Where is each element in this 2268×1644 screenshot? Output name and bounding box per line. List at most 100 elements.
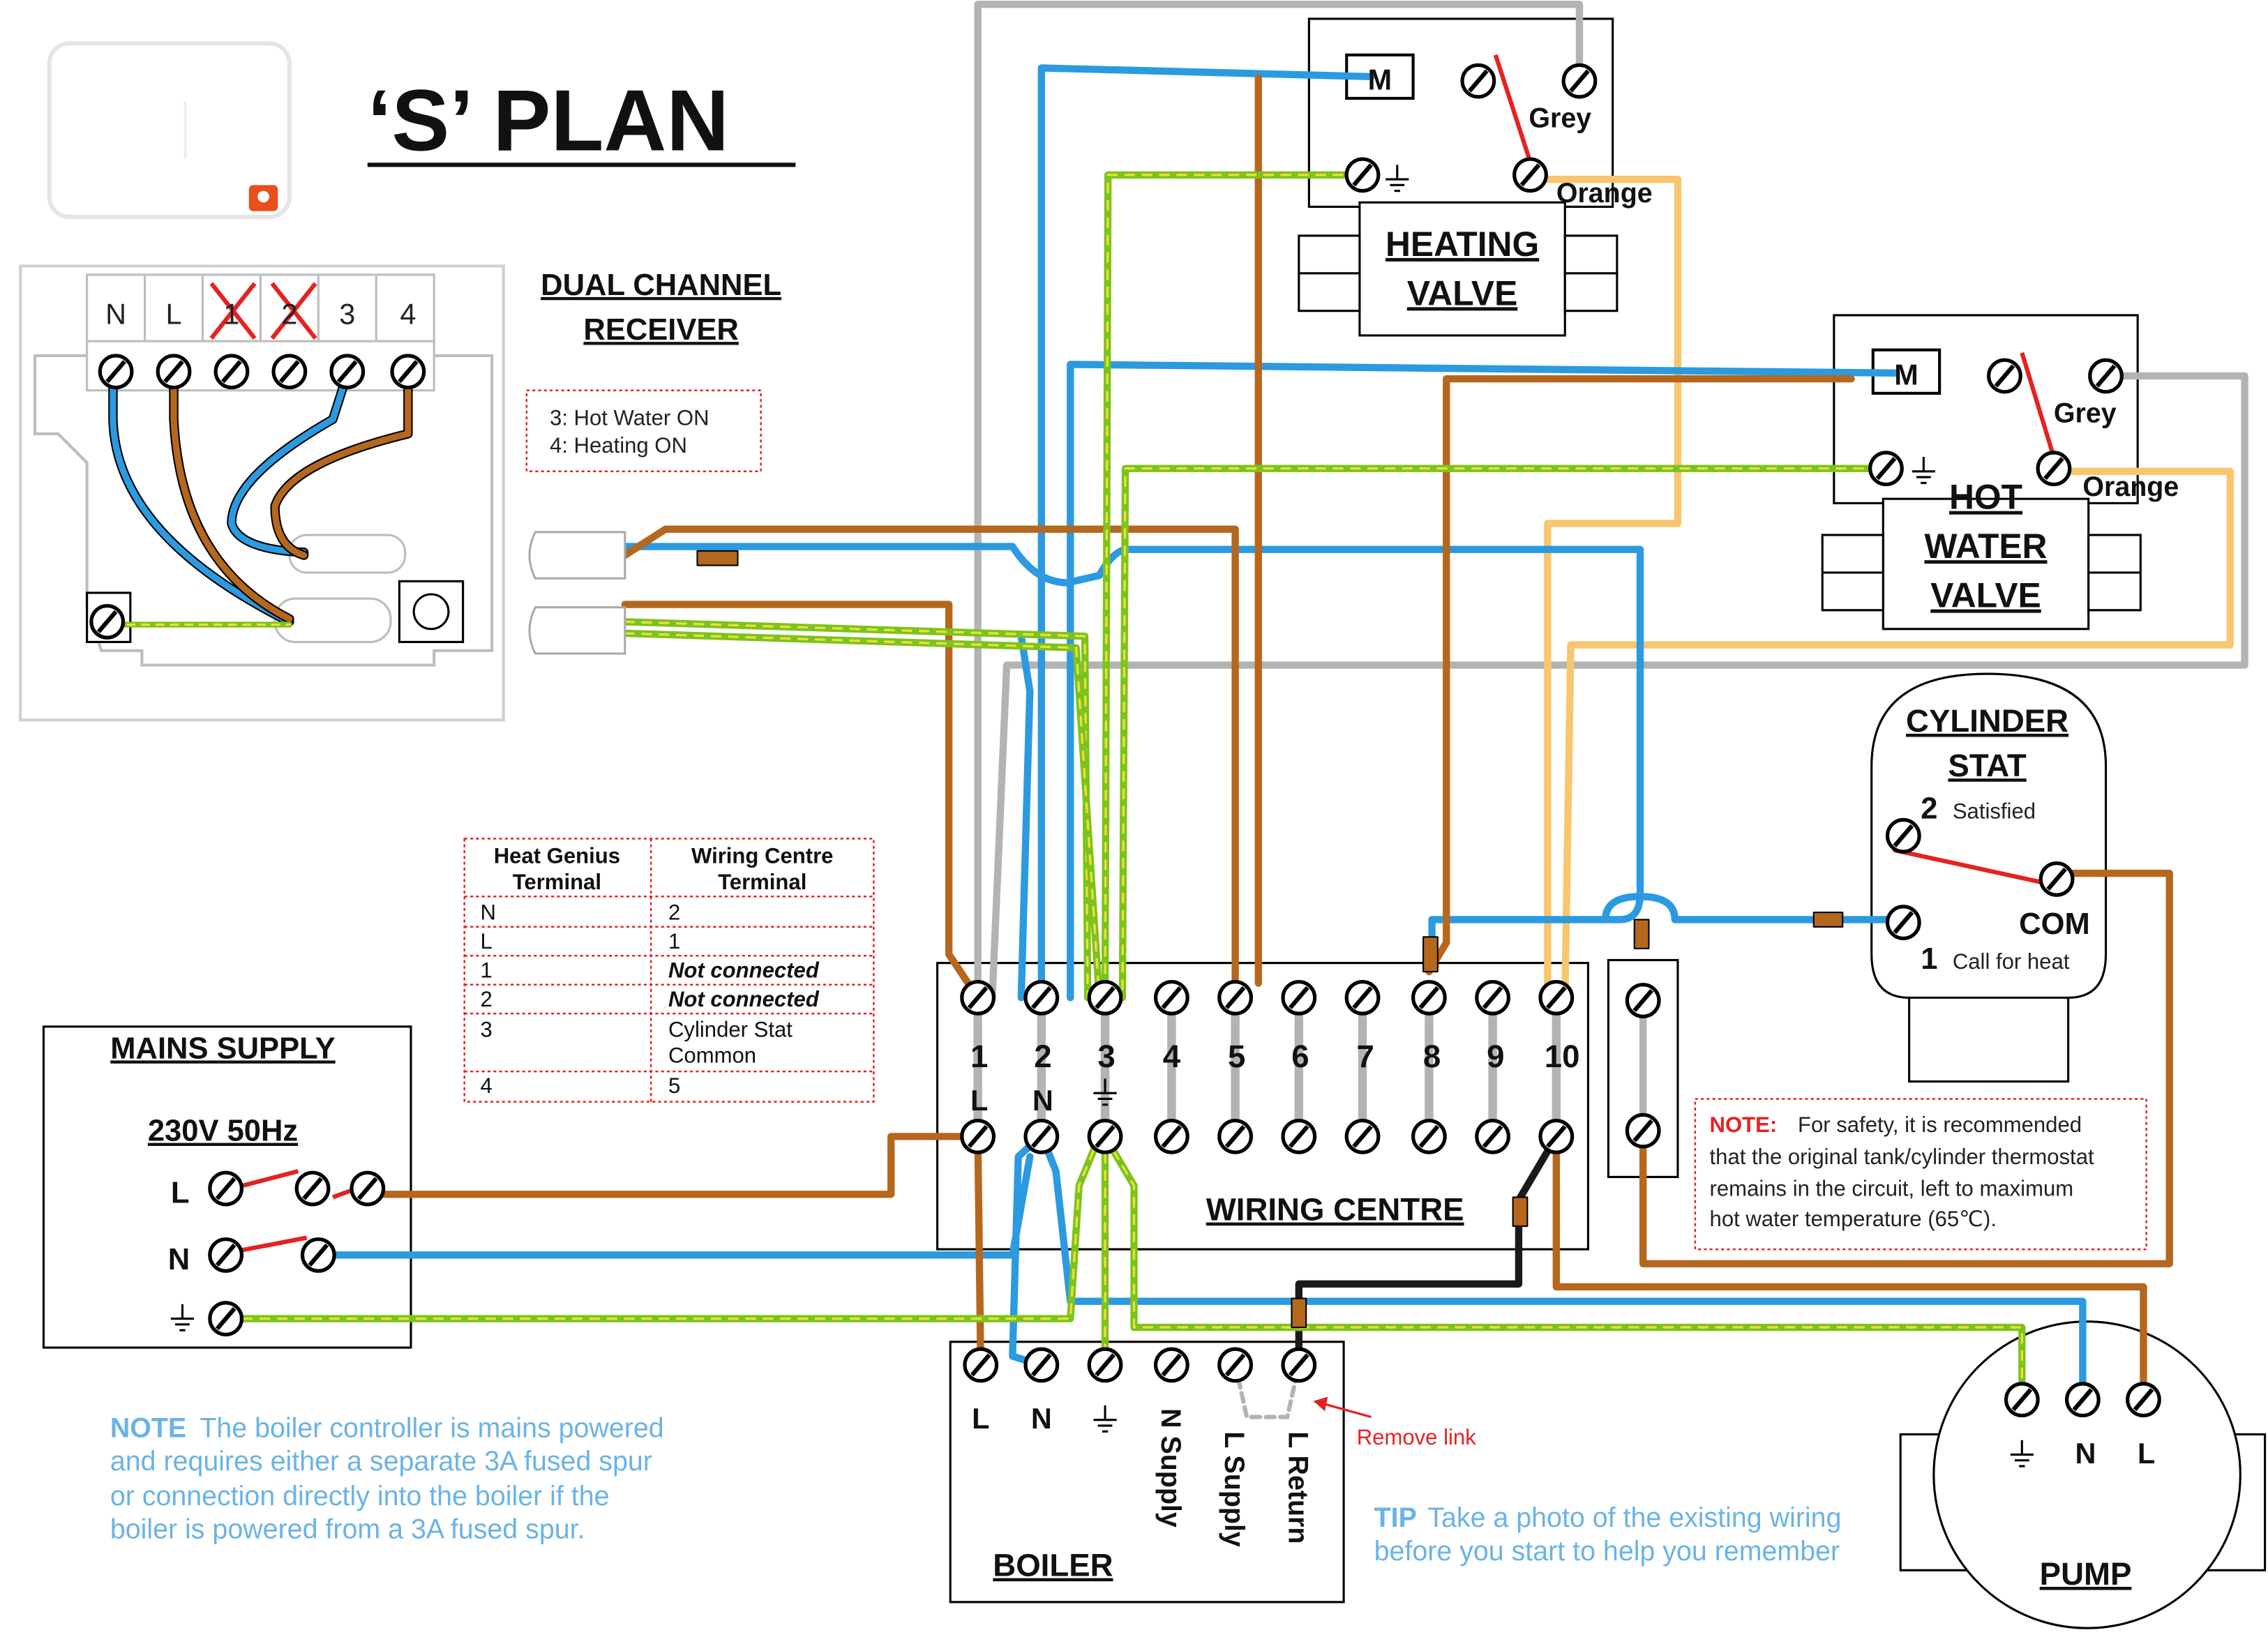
table-row-5-b2: Common [668, 1043, 756, 1068]
wiring-centre-label: WIRING CENTRE [1206, 1192, 1464, 1228]
receiver-legend-box [525, 389, 762, 473]
receiver-title-line2: RECEIVER [583, 313, 738, 347]
cylinder-stat-title-line1: CYLINDER [1906, 703, 2068, 739]
boiler-note-head: NOTE [110, 1413, 186, 1444]
wc-l-label: L [970, 1084, 988, 1117]
safety-note-line3: remains in the circuit, left to maximum [1710, 1176, 2074, 1200]
heating-valve-label-line1: HEATING [1385, 225, 1539, 264]
hot-water-valve-orange-label: Orange [2082, 472, 2179, 502]
safety-note-line4: hot water temperature (65℃). [1710, 1207, 1997, 1231]
terminal-table: Heat Genius Terminal Wiring Centre Termi… [481, 844, 834, 1099]
cylinder-stat-terminal-1: 1 [1921, 942, 1937, 976]
title-group: ‘S’ PLAN [367, 73, 796, 169]
table-row-2-a: L [481, 929, 493, 953]
wc-terminal-7: 7 [1357, 1039, 1374, 1074]
boiler-note-line4: boiler is powered from a 3A fused spur. [110, 1514, 585, 1545]
mains-title: MAINS SUPPLY [110, 1032, 335, 1065]
safety-note-line1: For safety, it is recommended [1798, 1113, 2082, 1137]
room-thermostat-image [47, 41, 292, 220]
pump-n-label: N [2075, 1437, 2096, 1470]
hot-water-valve-label-line3: VALVE [1930, 576, 2041, 615]
boiler-note-line1: The boiler controller is mains powered [200, 1413, 663, 1444]
receiver-terminal-1: 1 [223, 297, 239, 330]
receiver-title-line1: DUAL CHANNEL [541, 269, 781, 302]
receiver-terminal-labels: N L 1 2 3 4 [105, 297, 416, 330]
table-row-1-b: 2 [668, 900, 680, 924]
tip-line1: Take a photo of the existing wiring [1427, 1502, 1841, 1533]
wc-terminal-6: 6 [1291, 1039, 1309, 1074]
receiver-terminal-2: 2 [281, 297, 297, 330]
boiler-l-label: L [972, 1402, 989, 1435]
heating-valve-grey-label: Grey [1529, 103, 1591, 133]
receiver-terminal-l: L [166, 297, 182, 330]
heating-valve-label-line2: VALVE [1407, 273, 1517, 312]
wc-terminal-9: 9 [1487, 1039, 1504, 1074]
tip-note: TIP Take a photo of the existing wiring … [1374, 1502, 1842, 1567]
pump-l-label: L [2138, 1437, 2155, 1470]
receiver-terminal-3: 3 [339, 297, 355, 330]
boiler-label: BOILER [993, 1548, 1113, 1583]
terminal-table-grid [463, 838, 875, 1103]
table-header-b-line1: Wiring Centre [691, 844, 833, 868]
tip-head: TIP [1374, 1502, 1417, 1533]
wires [108, 1, 2248, 1419]
hot-water-valve-label-line2: WATER [1925, 527, 2048, 566]
boiler-note-line3: or connection directly into the boiler i… [110, 1481, 610, 1511]
boiler-box [949, 1341, 1345, 1604]
hot-water-valve-grey-label: Grey [2054, 398, 2117, 428]
boiler-l-supply-label: L Supply [1219, 1431, 1249, 1547]
receiver-legend-line1: 3: Hot Water ON [550, 405, 709, 430]
boiler-note: NOTE The boiler controller is mains powe… [110, 1413, 664, 1545]
wc-terminal-2: 2 [1034, 1039, 1051, 1074]
receiver-cable-ends [528, 531, 626, 655]
boiler-n-label: N [1031, 1402, 1052, 1435]
boiler-note-line2: and requires either a separate 3A fused … [110, 1446, 652, 1477]
page-title: ‘S’ PLAN [368, 73, 729, 169]
receiver-plate [19, 264, 505, 722]
cylinder-stat-call-label: Call for heat [1953, 949, 2070, 974]
table-header-b-line2: Terminal [718, 870, 806, 894]
table-row-5-b: Cylinder Stat [668, 1017, 793, 1041]
cylinder-stat-terminal-2: 2 [1921, 792, 1937, 825]
wc-terminal-10: 10 [1545, 1039, 1580, 1074]
table-row-4-b: Not connected [668, 987, 820, 1011]
wc-terminal-4: 4 [1163, 1039, 1181, 1074]
hot-water-valve-motor-label: M [1894, 358, 1918, 391]
safety-note-head: NOTE: [1710, 1113, 1778, 1137]
heating-valve-motor-label: M [1368, 63, 1392, 96]
table-row-6-b: 5 [668, 1073, 680, 1098]
receiver-terminal-n: N [105, 297, 126, 330]
receiver-terminal-4: 4 [400, 297, 416, 330]
cylinder-stat-satisfied-label: Satisfied [1953, 799, 2036, 823]
table-row-3-b: Not connected [668, 958, 820, 982]
table-row-1-a: N [481, 900, 496, 924]
wc-terminal-8: 8 [1423, 1039, 1441, 1074]
table-row-2-b: 1 [668, 929, 680, 953]
table-row-4-a: 2 [481, 987, 493, 1011]
receiver-cross-marks [209, 282, 317, 340]
hot-water-valve-label-line1: HOT [1949, 478, 2022, 517]
wc-n-label: N [1032, 1084, 1053, 1117]
cylinder-stat-title-line2: STAT [1948, 748, 2026, 783]
mains-n-label: N [168, 1243, 190, 1276]
cylinder-stat-com-label: COM [2019, 907, 2090, 941]
table-header-a-line1: Heat Genius [494, 844, 620, 868]
table-row-3-a: 1 [481, 958, 493, 982]
safety-note-line2: that the original tank/cylinder thermost… [1710, 1145, 2094, 1169]
wc-terminal-5: 5 [1228, 1039, 1245, 1074]
wiring-centre-numbers: 1 2 3 4 5 6 7 8 9 10 [970, 1039, 1579, 1074]
table-header-a-line2: Terminal [513, 870, 601, 894]
safety-note: NOTE: For safety, it is recommended that… [1710, 1113, 2094, 1231]
boiler-l-return-label: L Return [1282, 1431, 1313, 1544]
cylinder-stat-body [1870, 672, 2108, 1083]
receiver-legend-line2: 4: Heating ON [550, 433, 687, 458]
boiler-n-supply-label: N Supply [1155, 1408, 1186, 1528]
remove-link-label: Remove link [1357, 1425, 1476, 1449]
wc-terminal-1: 1 [970, 1039, 988, 1074]
mains-voltage: 230V 50Hz [148, 1115, 298, 1148]
pump-label: PUMP [2040, 1556, 2132, 1592]
remove-link-arrow [1313, 1396, 1372, 1419]
safety-note-box [1694, 1098, 2147, 1251]
heating-valve-orange-label: Orange [1556, 178, 1653, 209]
